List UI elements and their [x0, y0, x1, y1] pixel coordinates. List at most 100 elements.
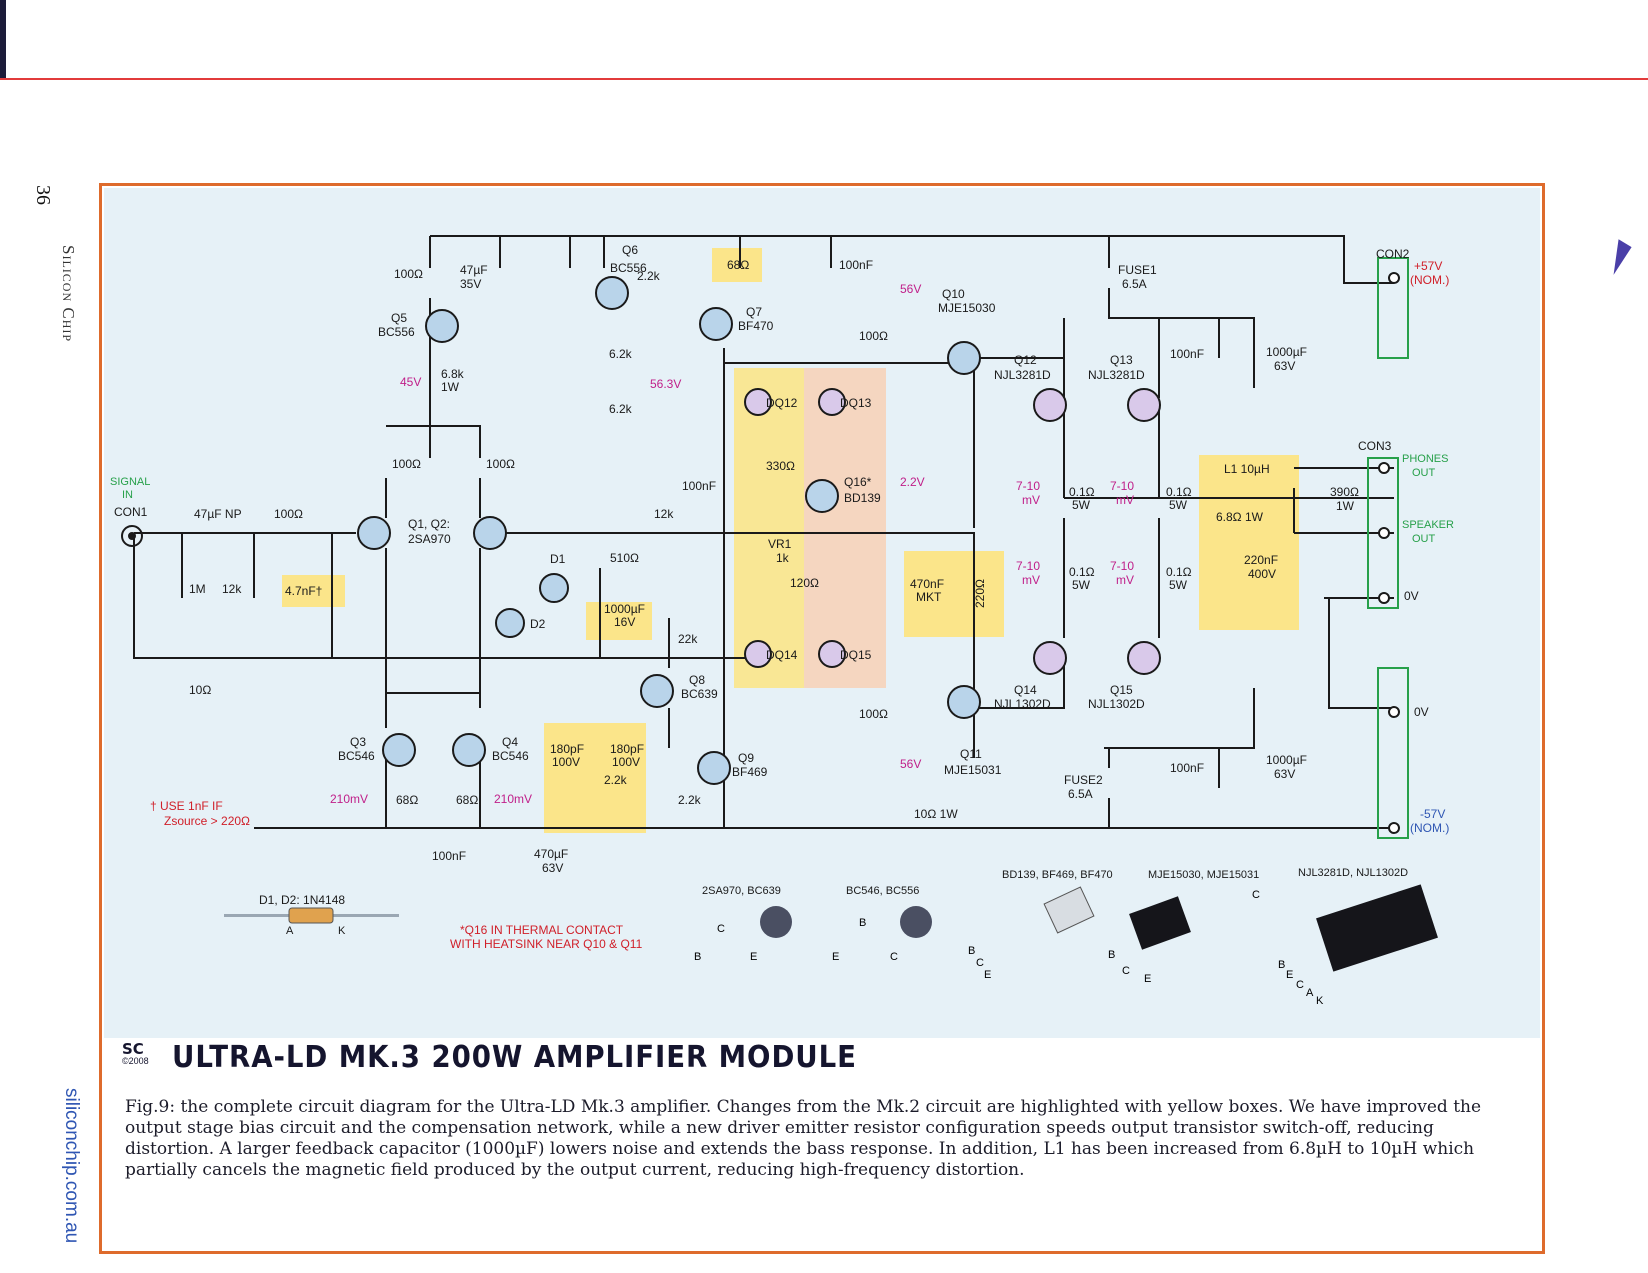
q16-type: BD139 [844, 491, 881, 505]
to220-icon [1129, 896, 1191, 950]
signal-in-b: IN [122, 489, 133, 501]
label-d2: D2 [530, 617, 546, 631]
ann-mv-a: mV [1022, 493, 1040, 507]
circuit-diagram: 100Ω 47µF 35V 2.2k 68Ω 100nF 6.2k 6.2k 6… [110, 235, 1454, 1007]
pkg-1-pin-b: B [694, 951, 701, 963]
sc-year: ©2008 [122, 1056, 149, 1066]
label-r01-c: 0.1Ω [1166, 485, 1192, 499]
d1-symbol [539, 573, 569, 603]
q8-symbol [640, 674, 674, 708]
note-dagger-a: † USE 1nF IF [150, 799, 223, 813]
label-r220: 220Ω [973, 579, 987, 608]
q9-ref: Q9 [738, 751, 754, 765]
q9-type: BF469 [732, 765, 768, 779]
q1q2-ref: Q1, Q2: [408, 517, 450, 531]
pkg-3-pin-c: C [976, 957, 984, 969]
wires [133, 235, 1394, 829]
pkg-5-pin-e: E [1286, 969, 1293, 981]
terminals [1378, 272, 1400, 834]
sc-logo-text: SC [122, 1040, 144, 1058]
label-c470u-a: 470µF [534, 847, 568, 861]
label-47u35-b: 35V [460, 277, 481, 291]
label-r62k-a: 6.2k [609, 347, 633, 361]
fuse2-a: FUSE2 [1064, 773, 1103, 787]
label-r62k-b: 6.2k [609, 402, 633, 416]
transistor-symbols [357, 276, 981, 785]
label-r01-e: 0.1Ω [1069, 565, 1095, 579]
ann-710-c: 7-10 [1016, 559, 1040, 573]
label-c220n-a: 220nF [1244, 553, 1278, 567]
pkg-5-pin-b: B [1278, 959, 1285, 971]
component-labels: 100Ω 47µF 35V 2.2k 68Ω 100nF 6.2k 6.2k 6… [189, 258, 1359, 875]
label-r68-a: 68Ω [396, 793, 418, 807]
zero-v-a: 0V [1404, 589, 1419, 603]
ann-56v-b: 56V [900, 757, 921, 771]
label-r68-b: 68Ω [456, 793, 478, 807]
label-c1000u63-b: 63V [1274, 359, 1295, 373]
hl-output-filter [1199, 455, 1299, 630]
diode-body-icon [288, 907, 334, 924]
fuse1-b: 6.5A [1122, 277, 1147, 291]
ann-710-a: 7-10 [1016, 479, 1040, 493]
q4-symbol [452, 733, 486, 767]
q12-type: NJL3281D [994, 368, 1051, 382]
to264-icon [1316, 884, 1438, 972]
q10-type: MJE15030 [938, 301, 996, 315]
q15-ref: Q15 [1110, 683, 1133, 697]
label-r100c: 100Ω [859, 329, 888, 343]
label-dq14: DQ14 [766, 648, 798, 662]
label-r12k-fb: 12k [654, 507, 674, 521]
q3-ref: Q3 [350, 735, 366, 749]
pkg-1-name: 2SA970, BC639 [702, 885, 781, 897]
fuse2-b: 6.5A [1068, 787, 1093, 801]
minus57-a: -57V [1420, 807, 1445, 821]
q9-symbol [697, 751, 731, 785]
q6-ref: Q6 [622, 243, 638, 257]
ann-mv-c: mV [1022, 573, 1040, 587]
fuse1-a: FUSE1 [1118, 263, 1157, 277]
pkg-4-pin-c: C [1122, 965, 1130, 977]
label-r10-1w: 10Ω 1W [914, 807, 958, 821]
label-r100e: 100Ω [274, 507, 303, 521]
ann-mv-b: mV [1116, 493, 1134, 507]
label-c1000u16-a: 1000µF [604, 602, 645, 616]
label-r390-a: 390Ω [1330, 485, 1359, 499]
q4-type: BC546 [492, 749, 529, 763]
q10-symbol [947, 341, 981, 375]
to126-icon [1043, 886, 1095, 934]
q14-type: NJL1302D [994, 697, 1051, 711]
ann-710-d: 7-10 [1110, 559, 1134, 573]
magazine-name: Silicon Chip [59, 245, 78, 343]
label-vr1-a: VR1 [768, 537, 792, 551]
label-c47np: 47µF NP [194, 507, 242, 521]
pkg-4-pin-e: E [1144, 973, 1151, 985]
hl-comp [544, 723, 646, 833]
ann-56v-a: 56V [900, 282, 921, 296]
label-c470u-b: 63V [542, 861, 563, 875]
label-c180p-d: 100V [612, 755, 640, 769]
page-edge-bar [0, 0, 6, 80]
label-r330: 330Ω [766, 459, 795, 473]
schematic: 100Ω 47µF 35V 2.2k 68Ω 100nF 6.2k 6.2k 6… [104, 188, 1540, 1038]
label-c180p-b: 100V [552, 755, 580, 769]
q7-type: BF470 [738, 319, 774, 333]
pkg-2-name: BC546, BC556 [846, 885, 919, 897]
label-r12k: 12k [222, 582, 242, 596]
label-r01-h: 5W [1169, 578, 1188, 592]
label-l1: L1 10µH [1224, 462, 1270, 476]
d1d2-label: D1, D2: 1N4148 [259, 893, 345, 907]
ann-210mv-b: 210mV [494, 792, 532, 806]
hl-1000u [586, 602, 652, 640]
connector-labels: CON2 CON3 CON1 0V 0V FUSE1 6.5A FUSE2 6.… [114, 247, 1429, 801]
label-r120: 120Ω [790, 576, 819, 590]
label-dq15: DQ15 [840, 648, 872, 662]
pkg-5-pin-c: C [1296, 979, 1304, 991]
plus57-b: (NOM.) [1410, 273, 1449, 287]
margin-mark [1613, 239, 1633, 277]
diode-cathode: K [338, 925, 346, 937]
q11-symbol [947, 685, 981, 719]
q6-type: BC556 [610, 261, 647, 275]
signal-in-a: SIGNAL [110, 476, 150, 488]
note-dagger-b: Zsource > 220Ω [164, 814, 250, 828]
q4-ref: Q4 [502, 735, 518, 749]
